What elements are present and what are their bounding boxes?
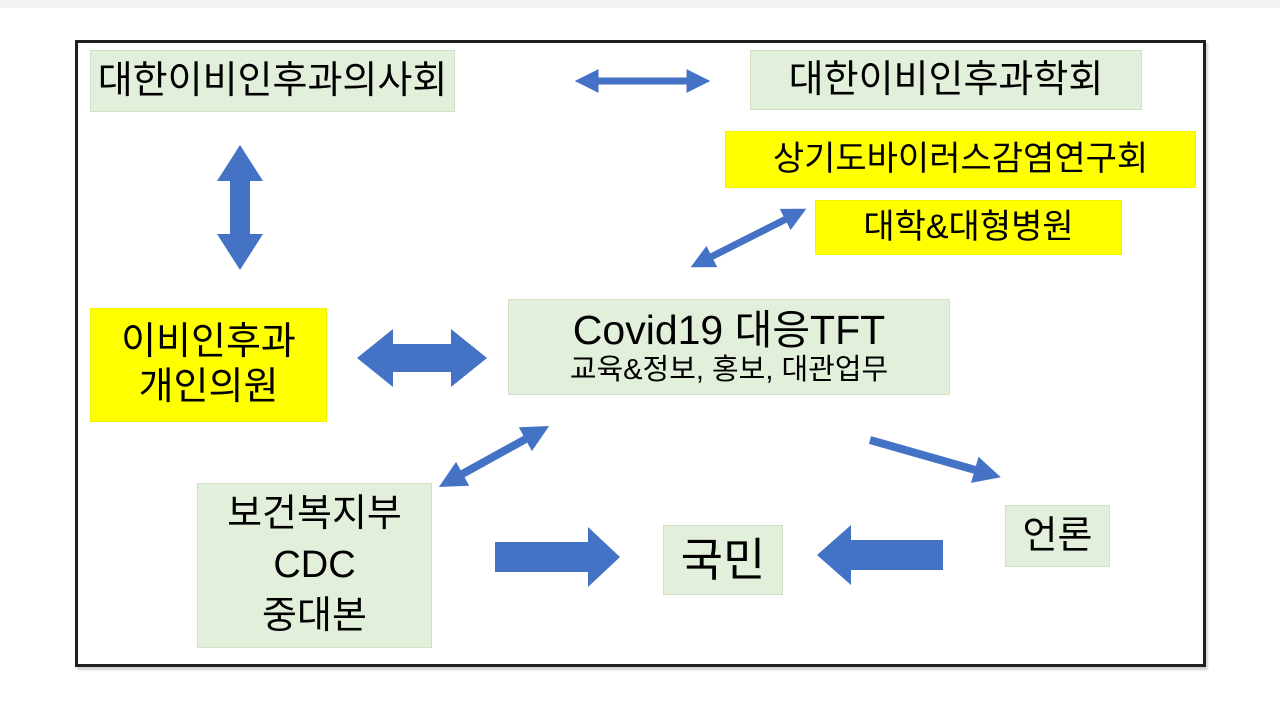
node-press-media: 언론 — [1005, 505, 1110, 567]
node-covid19-response-tft: Covid19 대응TFT 교육&정보, 홍보, 대관업무 — [508, 299, 950, 395]
node-health-ministry-cdc: 보건복지부 CDC 중대본 — [197, 483, 432, 648]
node-ent-academic-society: 대한이비인후과학회 — [750, 50, 1142, 110]
node-label: 대한이비인후과의사회 — [97, 59, 448, 102]
node-label-line3: 중대본 — [262, 595, 367, 638]
tft-title: Covid19 대응TFT — [572, 306, 886, 353]
page-top-strip — [0, 0, 1280, 8]
node-general-public: 국민 — [663, 525, 783, 595]
node-label-line2: 개인의원 — [138, 366, 279, 408]
node-label: 상기도바이러스감염연구회 — [772, 140, 1149, 179]
node-label: 국민 — [680, 533, 766, 586]
node-label-line2: CDC — [273, 543, 356, 586]
node-label-line1: 이비인후과 — [121, 321, 296, 364]
tft-subtitle: 교육&정보, 홍보, 대관업무 — [569, 353, 889, 386]
node-ent-private-clinics: 이비인후과 개인의원 — [90, 308, 327, 422]
node-label: 대한이비인후과학회 — [788, 58, 1104, 101]
node-airway-virus-research-group: 상기도바이러스감염연구회 — [725, 131, 1196, 188]
node-label: 대학&대형병원 — [863, 208, 1074, 247]
node-label-line1: 보건복지부 — [227, 492, 402, 535]
node-university-large-hospitals: 대학&대형병원 — [815, 200, 1122, 255]
node-ent-doctors-association: 대한이비인후과의사회 — [90, 50, 455, 112]
node-label: 언론 — [1022, 514, 1093, 557]
